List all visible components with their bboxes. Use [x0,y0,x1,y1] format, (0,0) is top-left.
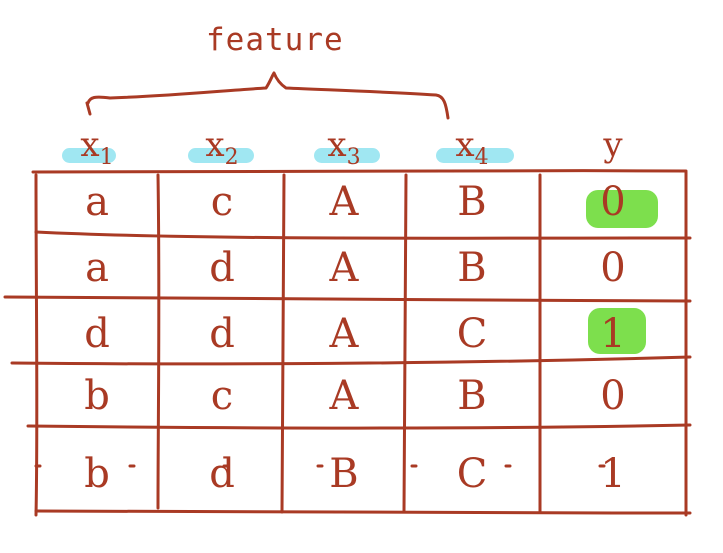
table-cell-r4-c2: c [210,373,234,419]
column-header-name: x [327,125,347,165]
column-header-2: x2 [205,128,238,175]
table-cell-r4-c3: A [329,373,359,419]
table-cell-r2-c1: a [85,245,109,291]
column-header-subscript: 2 [224,144,239,170]
table-cell-r3-c1: d [84,311,110,357]
table-cell-r2-c5: 0 [600,245,626,291]
label-highlight-row1 [586,190,658,228]
feature-label: feature [206,22,344,58]
feature-brace [86,71,450,120]
table-cell-r5-c3: B [329,451,359,497]
table-cell-r4-c1: b [84,373,110,419]
header-highlight-x4 [436,148,514,163]
column-header-4: x4 [455,128,488,175]
row-divider-top [31,168,688,174]
table-cell-r1-c2: c [210,179,234,225]
table-cell-r5-c5: 1 [600,451,626,497]
col-divider-2 [280,173,286,514]
column-header-name: x [80,125,100,165]
table-cell-r4-c4: B [457,373,487,419]
column-header-name: x [205,125,225,165]
row-divider-1 [34,230,692,240]
table-cell-r5-c1: b [84,451,110,497]
col-divider-left [34,173,39,517]
table-cell-r4-c5: 0 [600,373,626,419]
label-highlight-row3 [588,308,646,354]
column-header-name: y [603,125,623,165]
table-cell-r2-c4: B [457,245,487,291]
col-divider-3 [402,173,408,514]
column-header-5: y [603,128,622,162]
row-divider-bottom [34,509,692,515]
header-highlight-x2 [188,148,254,163]
column-header-subscript: 3 [346,144,361,170]
column-header-name: x [455,125,475,165]
brace-left-tick [85,101,92,116]
table-cell-r5-c4: C [456,451,488,497]
header-highlight-x3 [314,148,380,163]
table-cell-r5-c2: d [209,451,235,497]
table-cell-r2-c3: A [329,245,359,291]
table-cell-r3-c2: d [209,311,235,357]
table-cell-r1-c4: B [457,179,487,225]
col-divider-1 [156,173,161,510]
column-header-subscript: 1 [99,144,114,170]
row-divider-2 [3,295,692,303]
table-cell-r3-c4: C [456,311,488,357]
column-header-subscript: 4 [474,144,489,170]
table-cell-r1-c3: A [329,179,359,225]
row-divider-3 [10,355,692,366]
table-cell-r1-c5: 0 [600,179,626,225]
table-cell-r3-c3: A [329,311,359,357]
table-cell-r1-c1: a [85,179,109,225]
header-highlight-x1 [62,148,116,163]
column-header-3: x3 [327,128,360,175]
table-cell-r3-c5: 1 [600,311,626,357]
row-divider-4 [26,423,692,430]
column-header-1: x1 [80,128,113,175]
table-cell-r2-c2: d [209,245,235,291]
